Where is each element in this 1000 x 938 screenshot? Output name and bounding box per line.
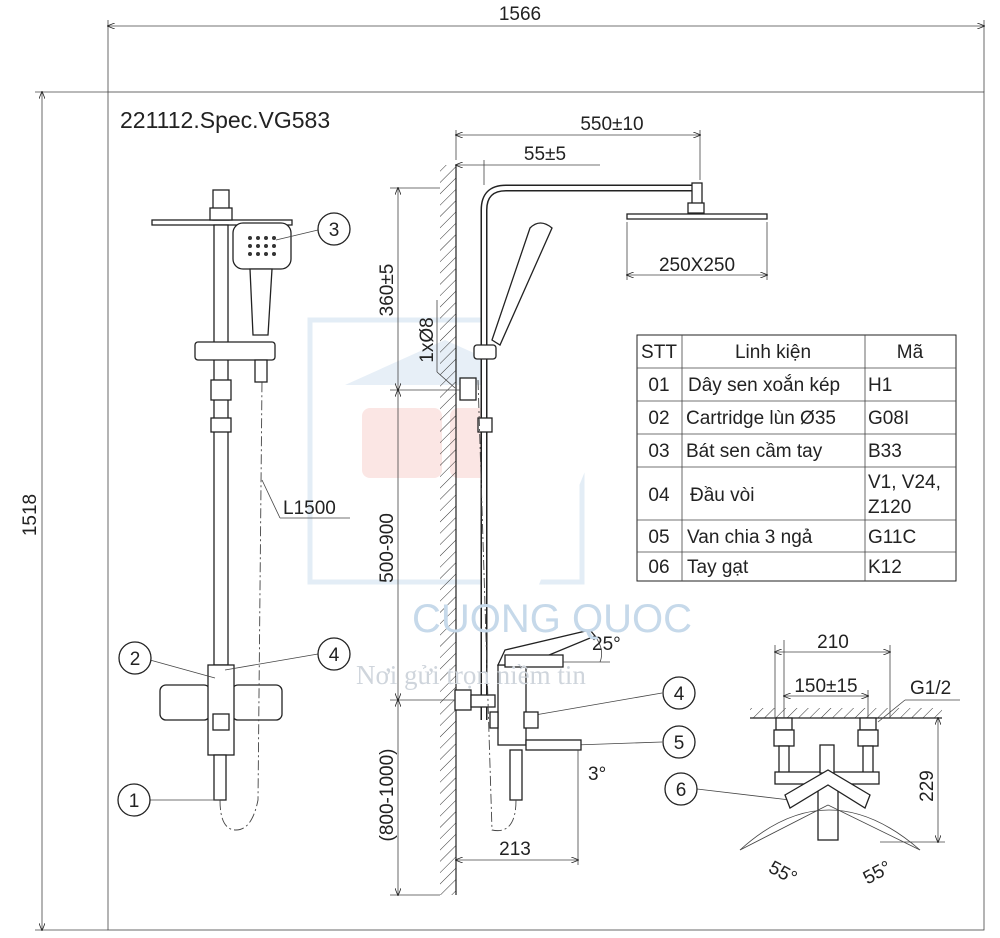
- rail-height-label: 500-900: [377, 513, 398, 583]
- callout-3: 3: [329, 220, 340, 241]
- row-no: 04: [648, 485, 670, 506]
- row-no: 02: [648, 408, 669, 429]
- header-part: Linh kiện: [735, 342, 811, 363]
- overall-frame: 1566 1518: [20, 4, 984, 930]
- inlet-spacing-label: 150±15: [794, 676, 857, 697]
- lever-angle-label: 25°: [592, 634, 621, 655]
- head-size-label: 250X250: [659, 255, 735, 276]
- row-name: Cartridge lùn Ø35: [686, 408, 836, 429]
- row-name: Bát sen cầm tay: [686, 441, 823, 462]
- parts-table: STT Linh kiện Mã 01 Dây sen xoắn kép H1 …: [636, 334, 957, 582]
- callouts: 3 2 4 4 5 6 1: [117, 212, 791, 817]
- row-code: G11C: [868, 527, 916, 548]
- row-code: G08I: [868, 408, 909, 429]
- header-code: Mã: [897, 342, 924, 363]
- row-no: 03: [648, 441, 669, 462]
- mixer-width-label: 210: [817, 632, 849, 653]
- row-code: V1, V24,: [868, 472, 941, 493]
- thread-label: G1/2: [910, 678, 951, 699]
- upper-height-label: 360±5: [377, 264, 398, 317]
- rotation-right-label: 55°: [860, 857, 895, 889]
- callout-4-front: 4: [329, 645, 340, 666]
- watermark: CUONG QUOC Nơi gửi trọn niềm tin: [356, 597, 692, 690]
- callout-1: 1: [129, 791, 140, 812]
- rotation-left-label: 55°: [765, 857, 800, 889]
- callout-4-side: 4: [674, 684, 685, 705]
- overall-height-label: 1518: [20, 494, 41, 536]
- hose-length-label: L1500: [283, 498, 336, 519]
- row-code: B33: [868, 441, 902, 462]
- callout-5: 5: [674, 733, 685, 754]
- drawing-title: 221112.Spec.VG583: [120, 107, 330, 133]
- side-view: 550±10 55±5 250X250 360±5 500-900 (800-1…: [377, 114, 767, 895]
- spout-angle-label: 3°: [588, 764, 606, 785]
- row-name: Đầu vòi: [690, 485, 754, 506]
- callout-6: 6: [676, 780, 687, 801]
- spout-reach-label: 213: [499, 839, 531, 860]
- row-code-line2: Z120: [868, 497, 911, 518]
- watermark-brand: CUONG QUOC: [412, 597, 692, 641]
- inlet-label: 1xØ8: [417, 317, 438, 362]
- overall-width-label: 1566: [499, 4, 541, 25]
- row-code: H1: [868, 375, 892, 396]
- row-name: Dây sen xoắn kép: [688, 374, 840, 396]
- row-code: K12: [868, 557, 902, 578]
- top-view: 210 150±15 G1/2 229 55° 55°: [739, 632, 960, 889]
- wall-offset-label: 55±5: [524, 144, 566, 165]
- row-no: 06: [648, 557, 669, 578]
- callout-2: 2: [130, 649, 141, 670]
- mixer-depth-label: 229: [917, 770, 938, 802]
- row-no: 01: [648, 375, 669, 396]
- arm-length-label: 550±10: [580, 114, 643, 135]
- watermark-slogan: Nơi gửi trọn niềm tin: [356, 660, 586, 690]
- row-name: Van chia 3 ngả: [687, 527, 813, 548]
- row-no: 05: [648, 527, 669, 548]
- header-stt: STT: [641, 342, 677, 363]
- row-name: Tay gạt: [687, 557, 749, 578]
- mixer-height-label: (800-1000): [377, 749, 398, 842]
- front-view: L1500: [151, 189, 350, 831]
